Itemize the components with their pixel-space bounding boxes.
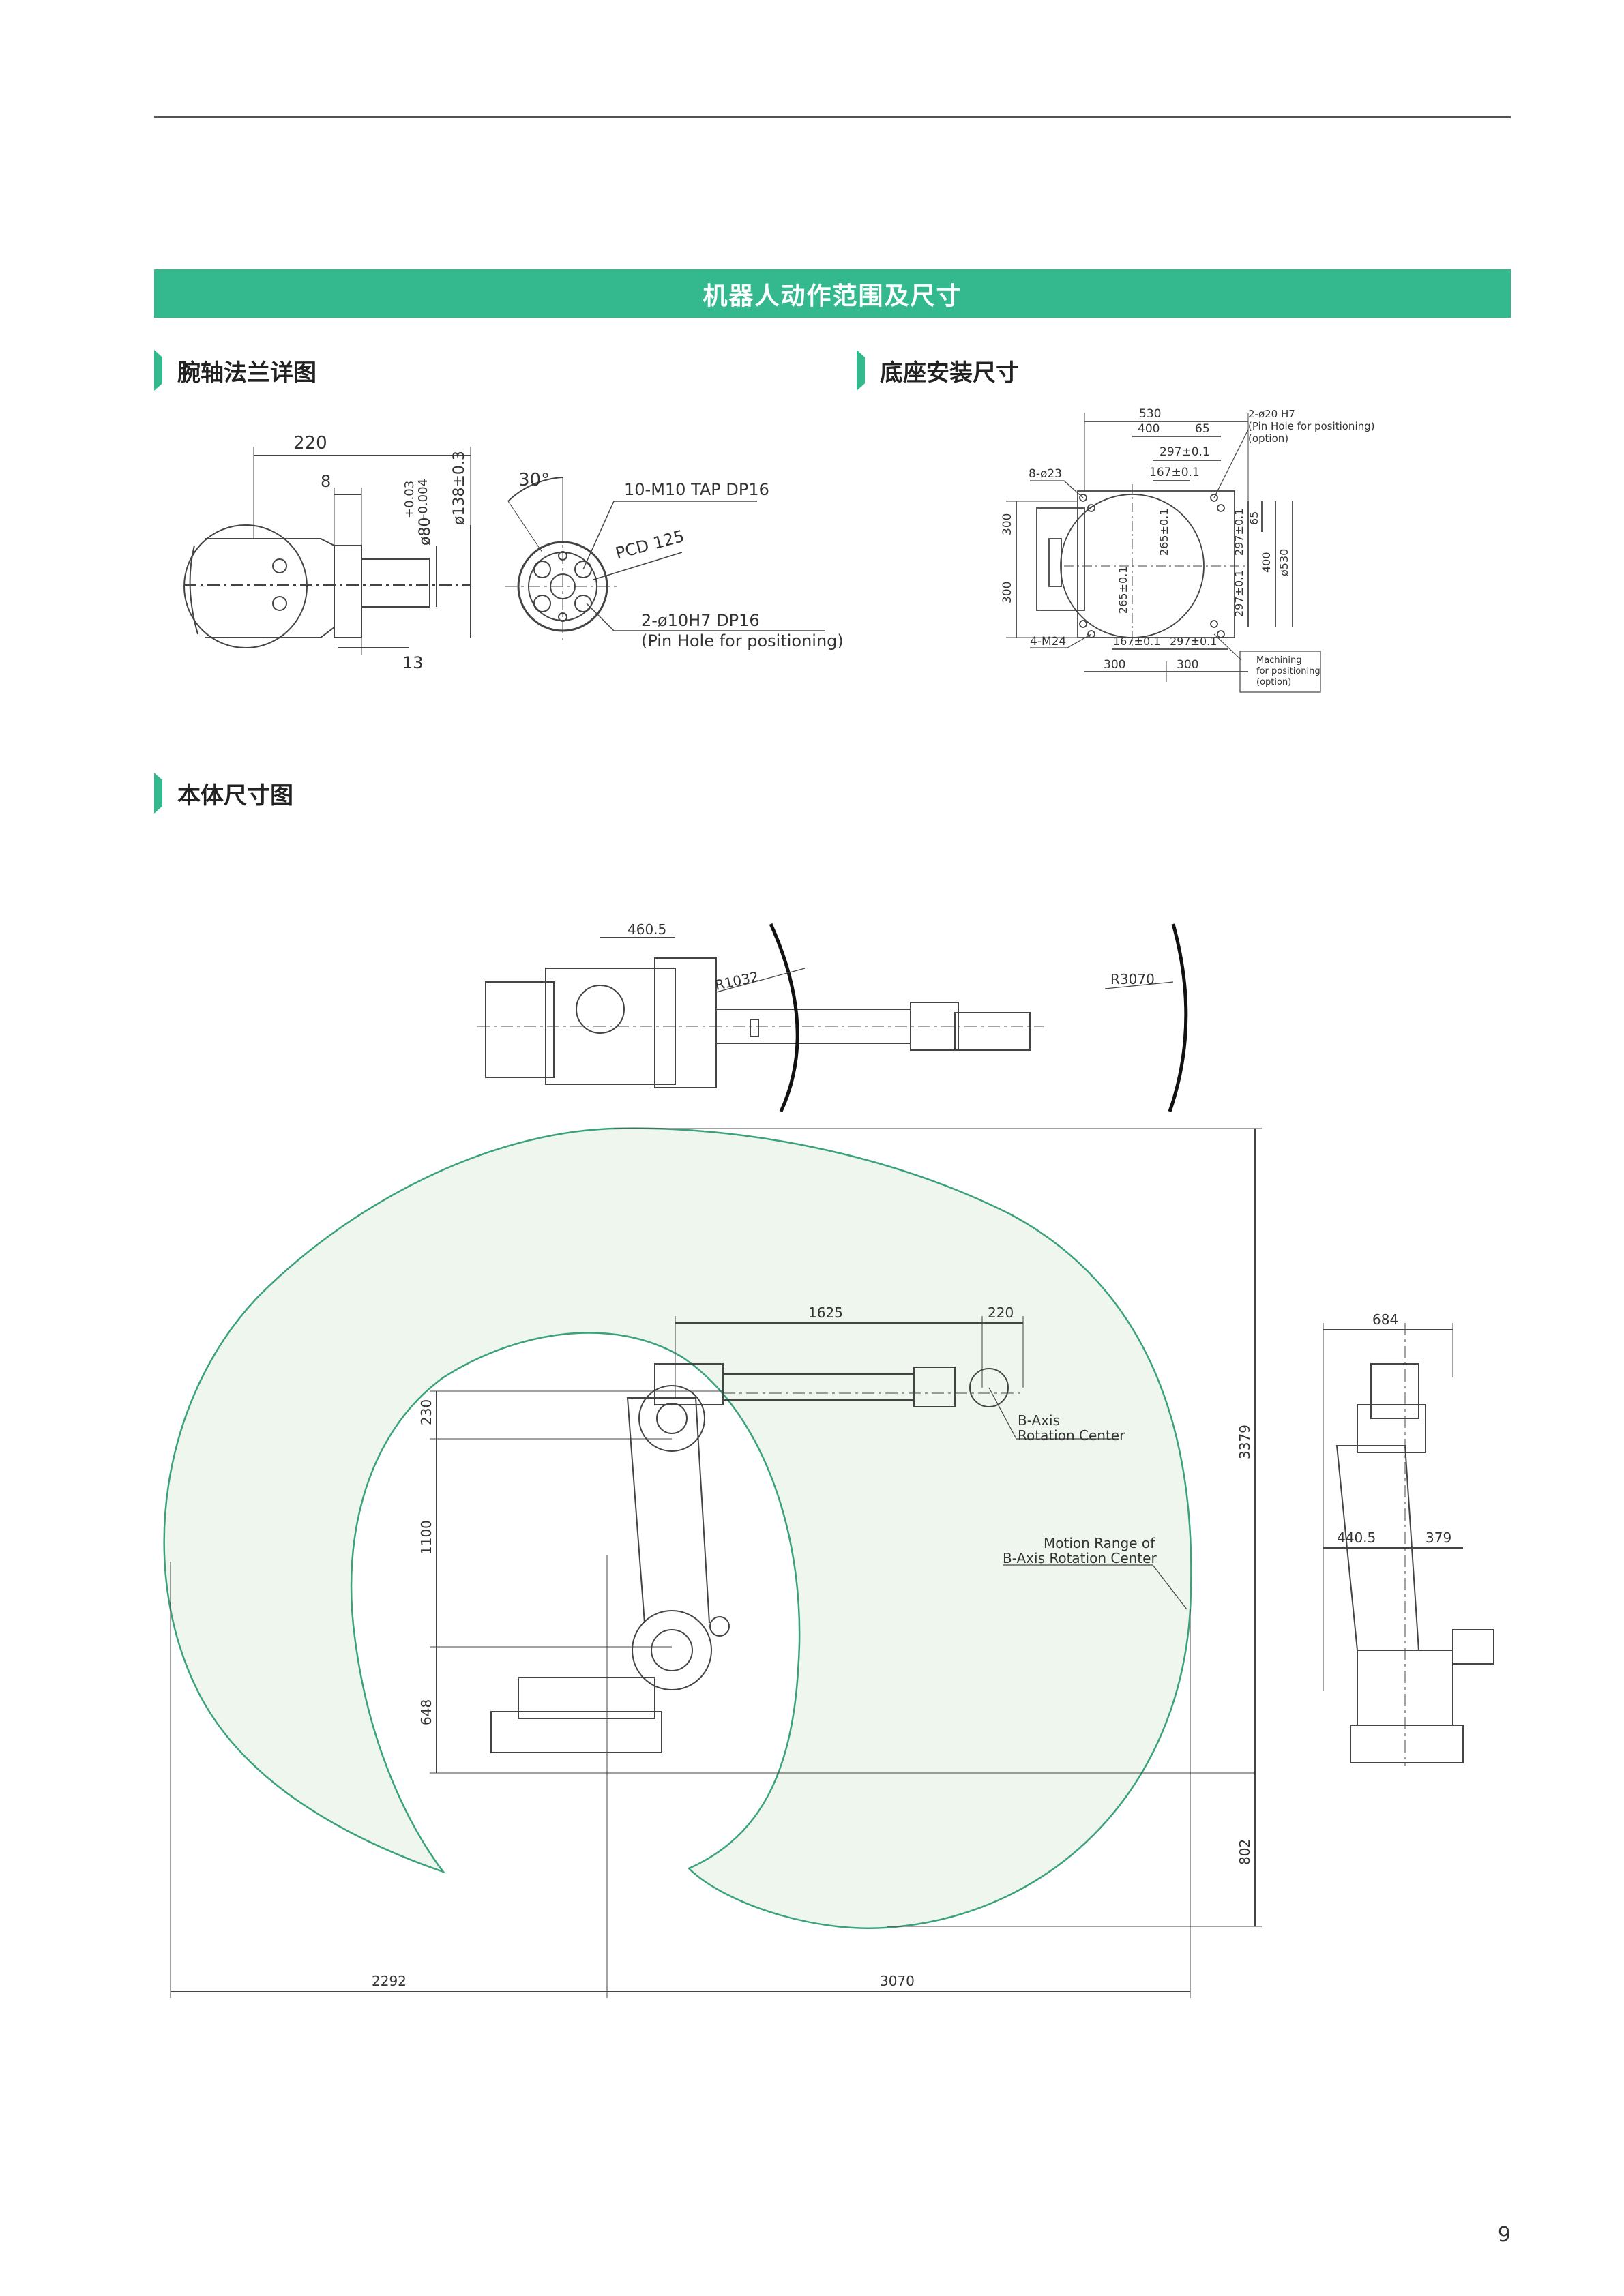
- side-turret: [518, 1677, 655, 1719]
- base-mach3: (option): [1256, 677, 1291, 687]
- section-banner: 机器人动作范围及尺寸: [154, 269, 1511, 318]
- base-dim-300a: 300: [1104, 658, 1125, 672]
- heading-marker: [857, 350, 865, 391]
- flange-pin-note: (Pin Hole for positioning): [641, 631, 844, 651]
- front-base: [1350, 1725, 1464, 1763]
- flange-dim-80: ø80: [417, 518, 434, 546]
- base-circle: [1060, 494, 1205, 638]
- base-m24: 4-M24: [1030, 635, 1066, 648]
- flange-angle: 30°: [518, 470, 550, 490]
- top-forearm: [715, 1009, 911, 1044]
- flange-pcd: PCD 125: [613, 526, 686, 563]
- heading-flange-text: 腕轴法兰详图: [177, 359, 316, 387]
- heading-marker: [154, 350, 162, 391]
- body-h3070: 3070: [880, 1973, 915, 1989]
- body-v802: 802: [1237, 1839, 1253, 1865]
- base-v265a: 265±0.1: [1157, 509, 1170, 556]
- flange-pin: 2-ø10H7 DP16: [641, 611, 760, 630]
- base-dim-300b: 300: [1177, 658, 1198, 672]
- base-dim-297a: 297±0.1: [1160, 445, 1210, 459]
- body-h2292: 2292: [372, 1973, 407, 1989]
- base-mach2: for positioning: [1256, 666, 1320, 676]
- base-dim-400: 400: [1138, 422, 1160, 436]
- base-plate: [1077, 490, 1235, 638]
- base-v530: ø530: [1278, 549, 1290, 576]
- side-lower-arm: [626, 1397, 710, 1624]
- body-r3070: R3070: [1110, 971, 1155, 987]
- base-dim-167a: 167±0.1: [1149, 466, 1200, 479]
- top-wrist: [954, 1012, 1031, 1051]
- flange-tap: 10-M10 TAP DP16: [624, 480, 769, 499]
- body-top460: 460.5: [628, 921, 666, 938]
- flange-shaft: [361, 558, 430, 608]
- flange-dim-138: ø138±0.3: [451, 451, 468, 525]
- motion-range-area: [163, 1127, 1192, 1929]
- top-base-box: [485, 981, 555, 1078]
- body-v3379: 3379: [1237, 1425, 1253, 1459]
- top-upper-arm: [654, 957, 717, 1088]
- base-dim-530: 530: [1139, 407, 1161, 421]
- side-lower-joint: [632, 1610, 712, 1690]
- body-d220: 220: [988, 1304, 1014, 1321]
- banner-title: 机器人动作范围及尺寸: [703, 282, 962, 310]
- base-pin20-note1: (Pin Hole for positioning): [1248, 420, 1375, 432]
- front-arm: [1335, 1445, 1420, 1651]
- heading-body-text: 本体尺寸图: [177, 781, 293, 809]
- body-s684: 684: [1372, 1311, 1398, 1328]
- heading-body: 本体尺寸图: [154, 773, 293, 814]
- base-v65: 65: [1247, 511, 1260, 525]
- base-hole23: 8-ø23: [1029, 467, 1062, 481]
- base-pin20: 2-ø20 H7: [1248, 408, 1295, 420]
- machining-note-box: [1239, 651, 1321, 693]
- base-mach1: Machining: [1256, 655, 1302, 666]
- base-v297c: 297±0.1: [1232, 570, 1245, 617]
- base-v300b: 300: [1001, 582, 1014, 603]
- base-side-block: [1036, 507, 1085, 611]
- base-v400: 400: [1260, 552, 1273, 573]
- flange-dim-220: 220: [293, 433, 327, 453]
- base-pin20-note2: (option): [1248, 432, 1288, 445]
- side-base: [490, 1711, 662, 1753]
- base-v300a: 300: [1001, 513, 1014, 535]
- body-motion2: B-Axis Rotation Center: [1003, 1550, 1157, 1566]
- flange-tol-top: +0.03: [402, 481, 417, 518]
- base-dim-167b: 167±0.1: [1113, 635, 1160, 648]
- body-baxis1: B-Axis: [1018, 1412, 1060, 1429]
- side-forearm: [722, 1373, 915, 1401]
- flange-dim-8: 8: [321, 472, 331, 491]
- body-r1032: R1032: [713, 968, 760, 994]
- front-head: [1370, 1363, 1419, 1419]
- base-v265b: 265±0.1: [1117, 567, 1130, 614]
- flange-dim-13: 13: [402, 653, 424, 672]
- flange-plate: [334, 545, 362, 638]
- heading-marker: [154, 773, 162, 814]
- heading-base: 底座安装尺寸: [857, 350, 1019, 391]
- body-s379: 379: [1426, 1530, 1451, 1546]
- base-v297b: 297±0.1: [1232, 509, 1245, 556]
- top-body: [545, 968, 676, 1085]
- body-baxis2: Rotation Center: [1018, 1427, 1125, 1444]
- side-wrist: [969, 1368, 1009, 1407]
- base-dim-65: 65: [1195, 422, 1210, 436]
- top-rule: [154, 116, 1511, 118]
- side-upper-arm: [654, 1363, 724, 1405]
- body-s440: 440.5: [1337, 1530, 1376, 1546]
- body-d1625: 1625: [808, 1304, 843, 1321]
- body-v1100: 1100: [418, 1520, 434, 1555]
- heading-flange: 腕轴法兰详图: [154, 350, 316, 391]
- body-v648: 648: [418, 1699, 434, 1725]
- flange-housing-circle: [183, 524, 308, 648]
- front-lower: [1357, 1650, 1453, 1726]
- body-motion1: Motion Range of: [1044, 1535, 1155, 1551]
- heading-base-text: 底座安装尺寸: [880, 359, 1019, 387]
- page-number: 9: [1497, 2223, 1511, 2247]
- base-dim-297d: 297±0.1: [1170, 635, 1217, 648]
- side-upper-joint: [638, 1385, 705, 1452]
- flange-housing-body: [205, 538, 335, 638]
- flange-tol-bot: -0.004: [416, 479, 430, 518]
- body-v230: 230: [418, 1399, 434, 1425]
